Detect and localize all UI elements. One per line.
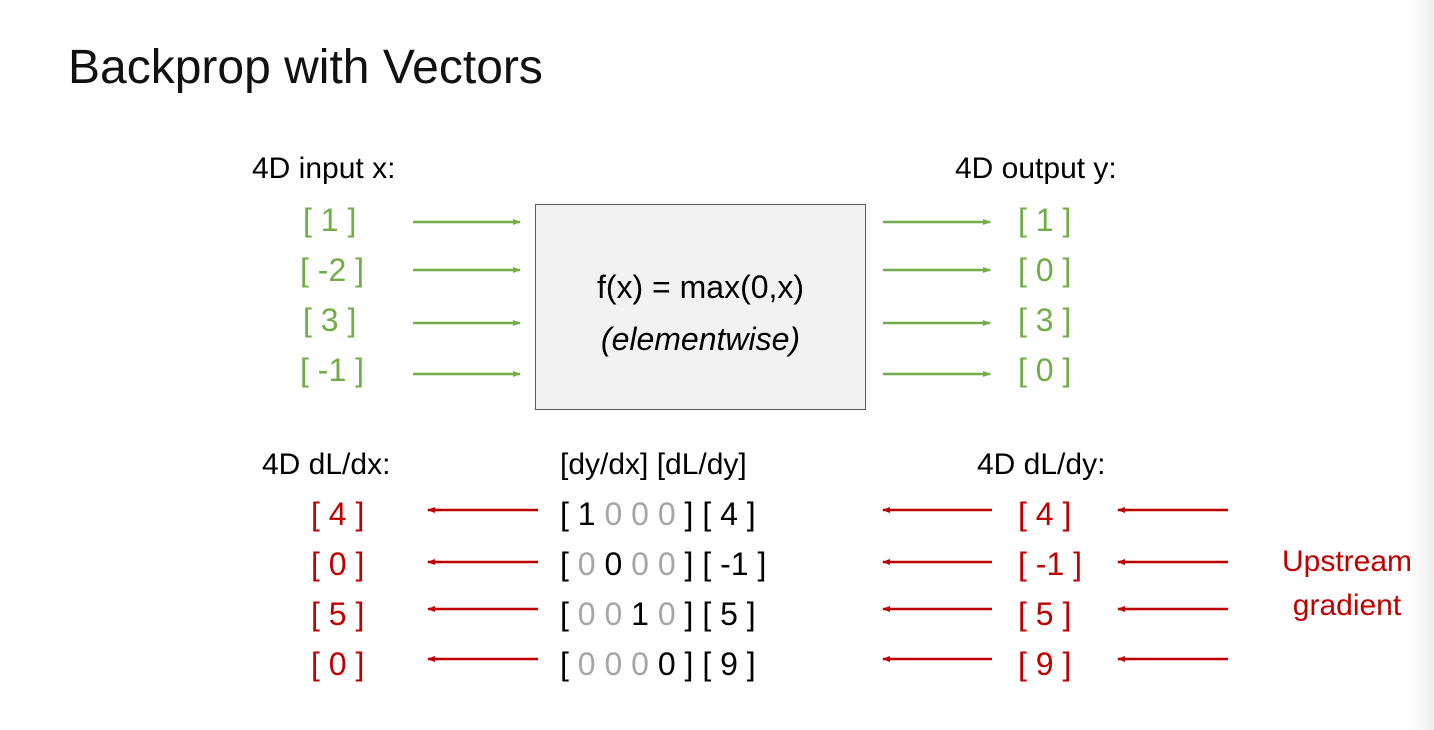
jacobian-entry: 1 xyxy=(631,596,649,632)
grad-y-value: [ 4 ] xyxy=(1018,496,1072,532)
jacobian-entry: 0 xyxy=(657,596,676,632)
grad-x-value: [ 0 ] xyxy=(311,546,365,582)
jacobian-upstream-value: [ 9 ] xyxy=(702,646,756,682)
grad-y-value: [ -1 ] xyxy=(1018,546,1083,582)
jacobian-entry: 0 xyxy=(604,546,623,582)
input-value: [ -2 ] xyxy=(300,252,365,288)
jacobian-row: [ 0 0 0 0 ] [ -1 ] xyxy=(560,546,767,582)
grad-y-label: 4D dL/dy: xyxy=(977,448,1106,481)
upstream-label-line: Upstream xyxy=(1281,545,1413,578)
grad-y-value: [ 9 ] xyxy=(1018,646,1072,682)
function-formula: f(x) = max(0,x) xyxy=(596,269,805,305)
jacobian-entry: 1 xyxy=(577,496,596,532)
jacobian-entry: 0 xyxy=(657,646,676,682)
output-value: [ 0 ] xyxy=(1018,352,1072,388)
jacobian-entry: 0 xyxy=(604,496,623,532)
input-label: 4D input x: xyxy=(252,152,396,185)
jacobian-entry: 0 xyxy=(631,646,649,682)
grad-x-label: 4D dL/dx: xyxy=(262,448,391,481)
upstream-gradient-label: Upstream gradient xyxy=(1262,540,1432,628)
jacobian-upstream-value: [ -1 ] xyxy=(702,546,767,582)
jacobian-entry: 0 xyxy=(577,596,596,632)
jacobian-entry: 0 xyxy=(631,496,649,532)
jacobian-upstream-value: [ 5 ] xyxy=(702,596,756,632)
output-value: [ 3 ] xyxy=(1018,302,1072,338)
jacobian-entry: 0 xyxy=(577,546,596,582)
grad-x-value: [ 4 ] xyxy=(311,496,365,532)
jacobian-row: [ 0 0 0 0 ] [ 9 ] xyxy=(560,646,756,682)
jacobian-label: [dy/dx] [dL/dy] xyxy=(560,448,747,481)
jacobian-entry: 0 xyxy=(631,546,649,582)
jacobian-entry: 0 xyxy=(657,546,676,582)
jacobian-entry: 0 xyxy=(604,646,623,682)
input-value: [ 1 ] xyxy=(303,202,357,238)
slide-edge-shadow xyxy=(1410,0,1434,730)
grad-x-value: [ 5 ] xyxy=(311,596,365,632)
input-value: [ 3 ] xyxy=(303,302,357,338)
jacobian-entry: 0 xyxy=(577,646,596,682)
jacobian-upstream-value: [ 4 ] xyxy=(702,496,756,532)
input-value: [ -1 ] xyxy=(300,352,365,388)
jacobian-entry: 0 xyxy=(657,496,676,532)
output-label: 4D output y: xyxy=(955,152,1117,185)
jacobian-row: [ 0 0 1 0 ] [ 5 ] xyxy=(560,596,756,632)
jacobian-row: [ 1 0 0 0 ] [ 4 ] xyxy=(560,496,756,532)
output-value: [ 0 ] xyxy=(1018,252,1072,288)
grad-y-value: [ 5 ] xyxy=(1018,596,1072,632)
function-note: (elementwise) xyxy=(600,321,801,357)
slide-title: Backprop with Vectors xyxy=(68,41,543,94)
upstream-label-line: gradient xyxy=(1292,589,1402,622)
function-box: f(x) = max(0,x) (elementwise) xyxy=(535,204,866,410)
output-value: [ 1 ] xyxy=(1018,202,1072,238)
grad-x-value: [ 0 ] xyxy=(311,646,365,682)
jacobian-entry: 0 xyxy=(604,596,623,632)
